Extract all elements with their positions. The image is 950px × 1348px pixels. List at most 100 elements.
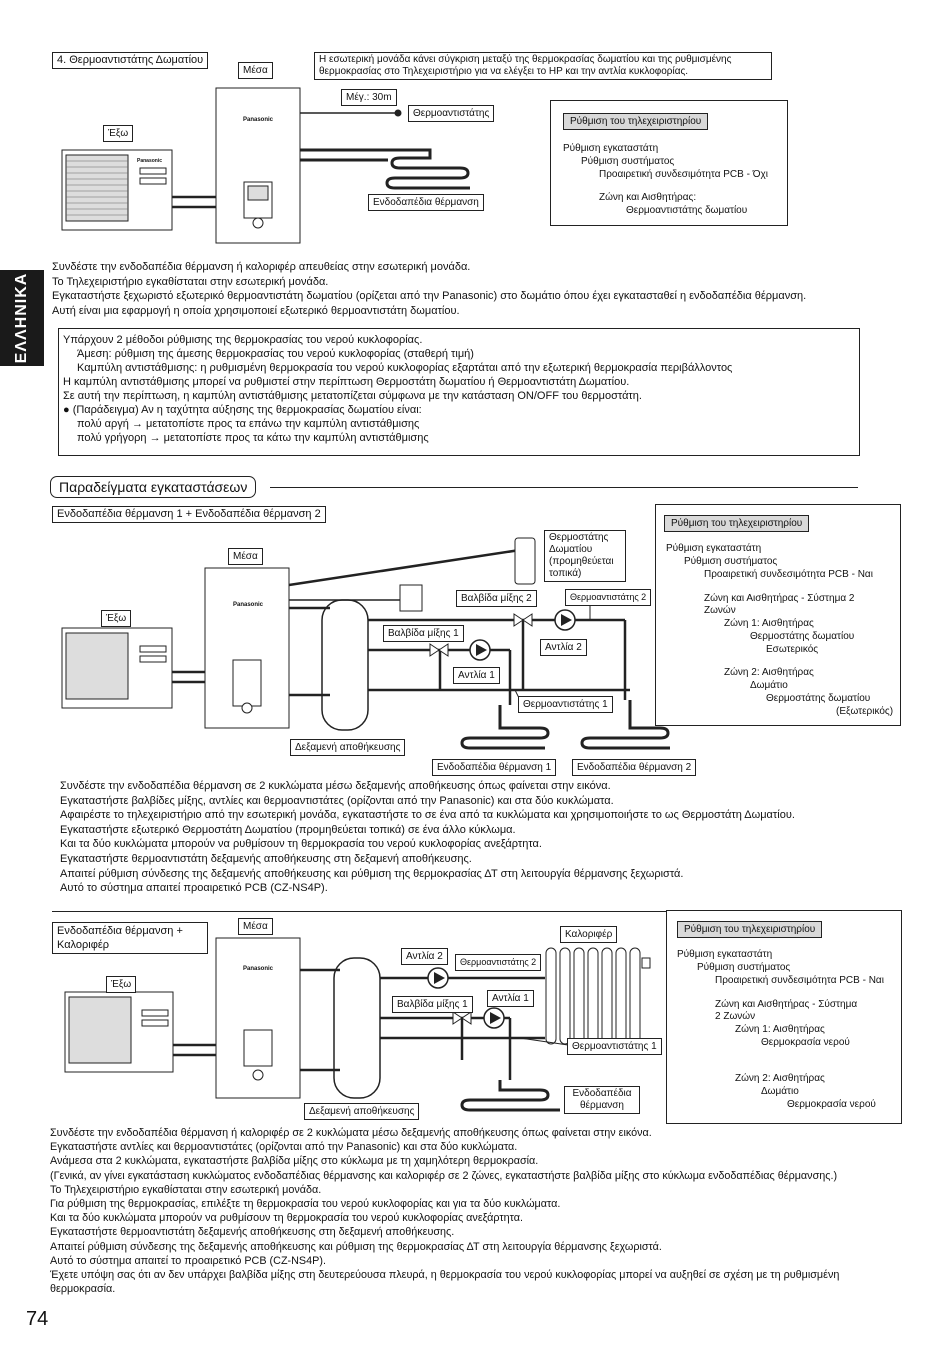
label-thermistor: Θερμοαντιστάτης: [408, 105, 495, 122]
label-inside: Μέσα: [238, 918, 273, 935]
setting-line: Ζωνών: [704, 605, 736, 616]
info-line: (Παράδειγμα) Αν η ταχύτητα αύξησης της θ…: [72, 404, 422, 416]
setting-line: Θερμοκρασία νερού: [787, 1099, 876, 1110]
paragraph-line: Αυτό το σύστημα απαιτεί προαιρετικό PCB …: [60, 882, 328, 895]
paragraph-line: Συνδέστε την ενδοδαπέδια θέρμανση ή καλο…: [52, 261, 471, 273]
remote-settings-box-1: Ρύθμιση του τηλεχειριστηρίου Ρύθμιση εγκ…: [550, 100, 788, 226]
info-line: Υπάρχουν 2 μέθοδοι ρύθμισης της θερμοκρα…: [63, 334, 423, 346]
setting-line: Ζώνη και Αισθητήρας:: [599, 192, 697, 203]
language-tab: ΕΛΛΗΝΙΚΑ: [0, 270, 44, 366]
info-line: Καμπύλη αντιστάθμισης: η ρυθμισμένη θερμ…: [77, 362, 733, 374]
section-rule: [270, 487, 858, 488]
paragraph-line: Συνδέστε την ενδοδαπέδια θέρμανση σε 2 κ…: [60, 780, 611, 792]
brand-logo: Panasonic: [243, 117, 274, 123]
setting-line: Ρύθμιση συστήματος: [581, 156, 675, 167]
label-max-length: Μέγ.: 30m: [341, 89, 397, 106]
label-room-thermostat: Θερμοστάτης Δωματίου (προμηθεύεται τοπικ…: [544, 530, 626, 582]
label-outside: Έξω: [103, 125, 134, 142]
radiator-symbol: [545, 947, 651, 1045]
section1-diagram: [61, 87, 470, 244]
setting-line: Ρύθμιση εγκαταστάτη: [563, 143, 659, 154]
label-floor-heating-1: Ενδοδαπέδια θέρμανση 1: [432, 759, 557, 776]
paragraph-line: Εγκαταστήστε εξωτερικό Θερμοστάτη Δωματί…: [60, 823, 516, 836]
label-thermistor-2: Θερμοαντιστάτης 2: [455, 954, 542, 971]
section1-text: Συνδέστε την ενδοδαπέδια θέρμανση ή καλο…: [52, 260, 806, 318]
paragraph-line: Αυτή είναι μια εφαρμογή η οποία χρησιμοπ…: [52, 304, 460, 317]
paragraph-line: Εγκαταστήστε αντλίες και θερμοαντιστάτες…: [50, 1141, 518, 1154]
page-number: 74: [26, 1308, 49, 1330]
setting-line: Ρύθμιση συστήματος: [697, 962, 791, 973]
label-inside: Μέσα: [238, 62, 273, 79]
info-box: Υπάρχουν 2 μέθοδοι ρύθμισης της θερμοκρα…: [58, 328, 860, 456]
setting-line: 2 Ζωνών: [715, 1011, 756, 1022]
examples-title: Παραδείγματα εγκαταστάσεων: [50, 476, 257, 498]
setting-line: Ζώνη 1: Αισθητήρας: [735, 1024, 825, 1035]
setting-line: Ρύθμιση εγκαταστάτη: [666, 543, 762, 554]
remote-controller: [243, 1029, 273, 1067]
paragraph-line: Εγκαταστήστε θερμοαντιστάτη δεξαμενής απ…: [50, 1226, 455, 1239]
remote-settings-header: Ρύθμιση του τηλεχειριστηρίου: [563, 113, 709, 130]
info-line: πολύ γρήγορη → μετατοπίστε προς τα κάτω …: [77, 432, 429, 444]
paragraph-line: Το Τηλεχειριστήριο εγκαθίσταται στην εσω…: [52, 275, 329, 288]
remote-settings-header: Ρύθμιση του τηλεχειριστηρίου: [677, 921, 823, 938]
setting-line: Ζώνη 1: Αισθητήρας: [724, 618, 814, 629]
label-pump-1: Αντλία 1: [487, 990, 534, 1007]
remote-settings-box-3: Ρύθμιση του τηλεχειριστηρίου Ρύθμιση εγκ…: [666, 910, 902, 1124]
paragraph-line: Ανάμεσα στα 2 κυκλώματα, εγκαταστήστε βα…: [50, 1155, 539, 1168]
info-line: Άμεση: ρύθμιση της άμεσης θερμοκρασίας τ…: [77, 348, 474, 360]
section-rule: [52, 911, 858, 912]
setting-line: Εσωτερικός: [766, 644, 819, 655]
mix-valve-1-symbol: [429, 643, 449, 657]
label-storage-tank: Δεξαμενή αποθήκευσης: [304, 1103, 420, 1120]
paragraph-line: Απαιτεί ρύθμιση σύνδεσης της δεξαμενής α…: [50, 1240, 662, 1253]
section2-diagram: [61, 537, 670, 750]
paragraph-line: Εγκαταστήστε βαλβίδες μίξης, αντλίες και…: [60, 794, 614, 807]
setting-line: Θερμοκρασία νερού: [761, 1037, 850, 1048]
room-thermostat-device: [514, 537, 536, 585]
brand-logo-outdoor: Panasonic: [137, 158, 163, 164]
setting-line: Ρύθμιση εγκαταστάτη: [677, 949, 773, 960]
label-thermistor-2: Θερμοαντιστάτης 2: [565, 589, 652, 606]
storage-tank: [321, 599, 369, 731]
paragraph-line: Έχετε υπόψη σας ότι αν δεν υπάρχει βαλβί…: [50, 1269, 840, 1282]
setting-line: Ζώνη και Αισθητήρας - Σύστημα 2: [704, 593, 855, 604]
label-pump-2: Αντλία 2: [401, 948, 448, 965]
language-tab-label: ΕΛΛΗΝΙΚΑ: [13, 272, 30, 364]
paragraph-line: Απαιτεί ρύθμιση σύνδεσης της δεξαμενής α…: [60, 867, 684, 880]
brand-logo: Panasonic: [233, 602, 264, 608]
paragraph-line: Αφαιρέστε το τηλεχειριστήριο από την εσω…: [60, 809, 795, 822]
info-line: Σε αυτή την περίπτωση, η καμπύλη αντιστά…: [63, 390, 642, 402]
setting-line: (Εξωτερικός): [836, 706, 894, 717]
label-pump-2: Αντλία 2: [540, 639, 587, 656]
label-mix-valve-2: Βαλβίδα μίξης 2: [456, 590, 537, 607]
label-thermistor-1: Θερμοαντιστάτης 1: [518, 696, 613, 713]
setting-line: Θερμοστάτης δωματίου: [766, 693, 871, 704]
section3-text: Συνδέστε την ενδοδαπέδια θέρμανση ή καλο…: [50, 1126, 839, 1296]
remote-controller: [399, 584, 423, 612]
label-pump-1: Αντλία 1: [453, 667, 500, 684]
paragraph-line: Και τα δύο κυκλώματα μπορούν να ρυθμίσου…: [60, 838, 542, 851]
setting-line: Προαιρετική συνδεσιμότητα PCB - Ναι: [715, 975, 884, 986]
label-outside: Έξω: [106, 976, 137, 993]
setting-line: Θερμοαντιστάτης δωματίου: [626, 205, 748, 216]
paragraph-line: (Γενικά, αν γίνει εγκατάσταση κυκλώματος…: [50, 1169, 838, 1182]
setting-line: Προαιρετική συνδεσιμότητα PCB - Ναι: [704, 569, 873, 580]
setting-line: Δωμάτιο: [761, 1086, 799, 1097]
paragraph-line: Εγκαταστήστε ξεχωριστό εξωτερικό θερμοαν…: [52, 290, 807, 303]
section3-title: Ενδοδαπέδια θέρμανση + Καλοριφέρ: [52, 922, 208, 954]
label-outside: Έξω: [101, 610, 132, 627]
remote-settings-box-2: Ρύθμιση του τηλεχειριστηρίου Ρύθμιση εγκ…: [655, 504, 901, 726]
setting-line: Προαιρετική συνδεσιμότητα PCB - Όχι: [599, 169, 768, 180]
remote-settings-header: Ρύθμιση του τηλεχειριστηρίου: [664, 515, 810, 532]
info-line: Η καμπύλη αντιστάθμισης μπορεί να ρυθμισ…: [63, 376, 630, 388]
label-storage-tank: Δεξαμενή αποθήκευσης: [290, 739, 406, 756]
label-radiator: Καλοριφέρ: [560, 926, 618, 943]
paragraph-line: Συνδέστε την ενδοδαπέδια θέρμανση ή καλο…: [50, 1127, 652, 1139]
setting-line: Θερμοστάτης δωματίου: [750, 631, 855, 642]
setting-line: Ζώνη 2: Αισθητήρας: [735, 1073, 825, 1084]
section3-diagram: [64, 937, 651, 1112]
section1-note: Η εσωτερική μονάδα κάνει σύγκριση μεταξύ…: [314, 52, 772, 80]
section2-title: Ενδοδαπέδια θέρμανση 1 + Ενδοδαπέδια θέρ…: [52, 506, 326, 523]
setting-line: Ρύθμιση συστήματος: [684, 556, 778, 567]
storage-tank: [333, 957, 381, 1099]
